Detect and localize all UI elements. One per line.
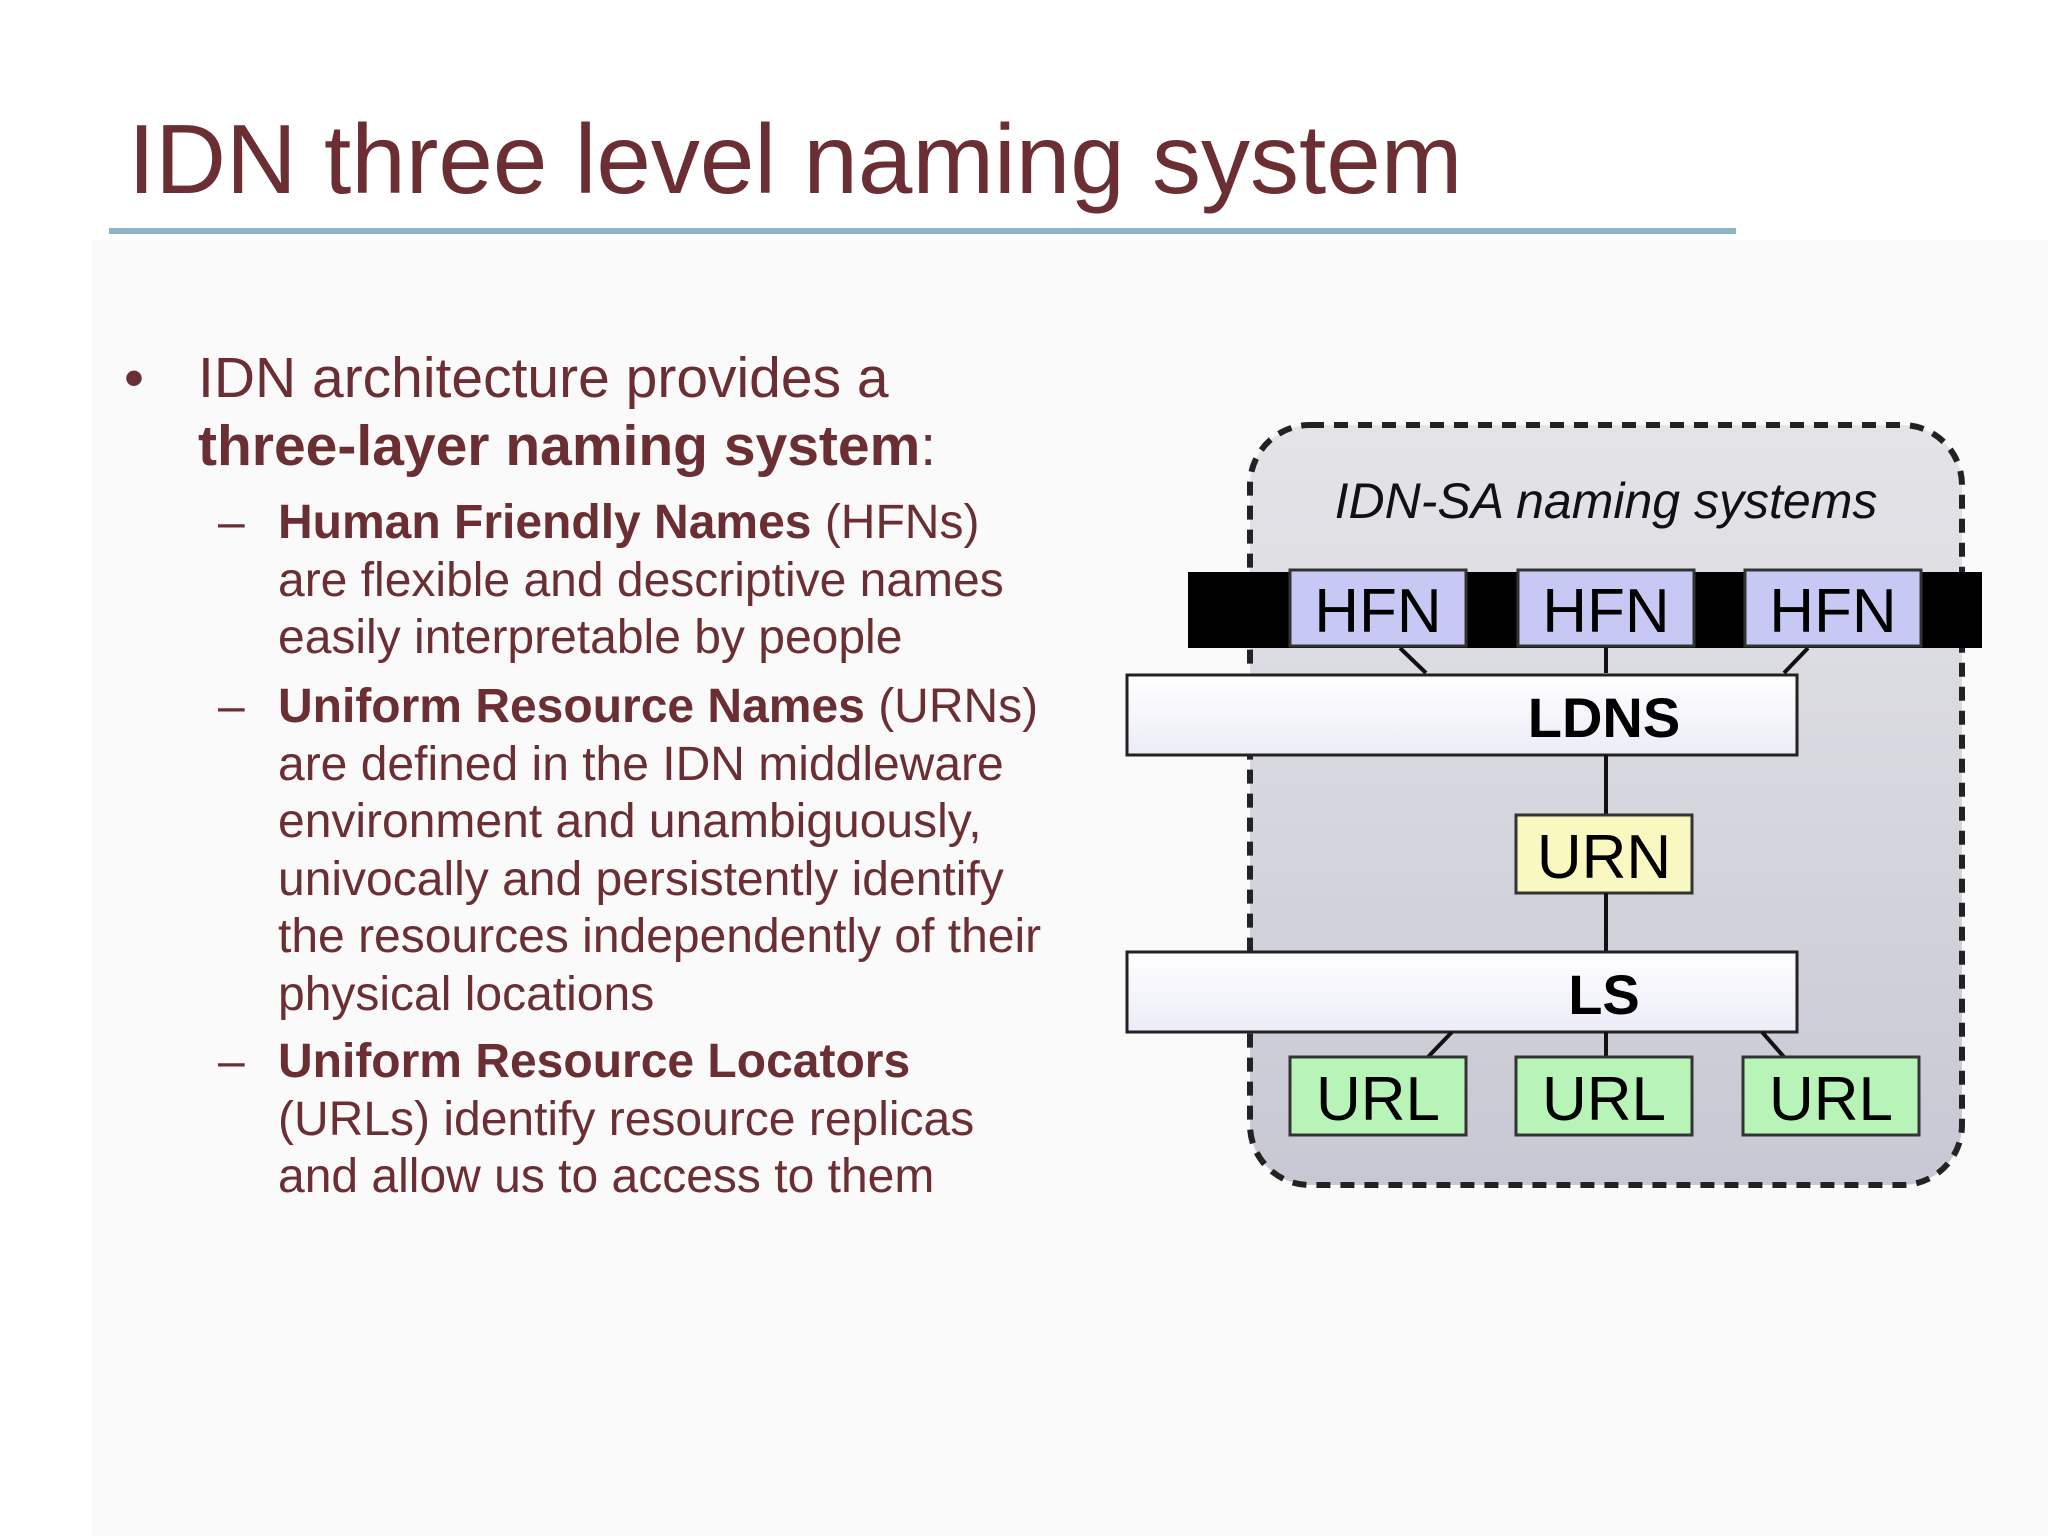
sub-bullet-hfn: Human Friendly Names (HFNs) are flexible… (278, 494, 1138, 667)
hfn-term: Human Friendly Names (278, 496, 812, 549)
urn-line: univocally and persistently identify (278, 852, 1004, 906)
connector-line (1760, 1030, 1786, 1059)
urn-abbr: (URNs) (864, 680, 1039, 733)
connector-line (1398, 646, 1428, 675)
url-box (1288, 1055, 1468, 1137)
url-box-label: URL (1316, 1065, 1440, 1134)
bullet-list: • IDN architecture provides a three-laye… (124, 344, 1138, 1206)
sub-bullet-marker: – (218, 496, 245, 549)
urn-box-label: URN (1537, 823, 1671, 892)
urn-line: environment and unambiguously, (278, 795, 982, 848)
sub-bullet-marker: – (218, 1035, 245, 1088)
panel-title: IDN-SA naming systems (1335, 473, 1878, 529)
url-box (1741, 1055, 1921, 1137)
sub-bullet-marker: – (218, 680, 245, 733)
ldns-label: LDNS (1528, 686, 1680, 749)
ls-bar (1125, 950, 1799, 1034)
urn-line: are defined in the IDN middleware (278, 737, 1004, 791)
url-box-label: URL (1542, 1065, 1666, 1134)
url-term: Uniform Resource Locators (278, 1035, 911, 1088)
urn-line: the resources independently of their (278, 910, 1042, 963)
hfn-line: easily interpretable by people (278, 611, 903, 664)
ldns-bar (1125, 673, 1799, 757)
bullet-marker: • (124, 346, 144, 410)
hfn-box-label: HFN (1769, 577, 1896, 646)
main-bullet-text: IDN architecture provides a (198, 346, 889, 410)
urn-term: Uniform Resource Names (278, 680, 865, 733)
connector-line (1782, 646, 1810, 675)
sub-bullet-urn: Uniform Resource Names (URNs) are define… (278, 678, 1138, 1023)
url-line: and allow us to access to them (278, 1150, 935, 1203)
main-bullet-bold: three-layer naming system (198, 414, 921, 478)
hfn-abbr: (HFNs) (811, 496, 980, 549)
main-bullet-colon: : (920, 414, 937, 478)
hfn-box (1743, 568, 1923, 648)
hfn-line: are flexible and descriptive names (278, 553, 1004, 607)
hfn-box (1516, 568, 1696, 648)
hfn-box-label: HFN (1542, 577, 1669, 646)
slide-title: IDN three level naming system (128, 104, 1463, 214)
url-box-label: URL (1769, 1065, 1893, 1134)
connector-line (1426, 1030, 1454, 1059)
urn-line: physical locations (278, 967, 655, 1021)
ls-label: LS (1568, 963, 1640, 1026)
title-underline (109, 228, 1736, 234)
url-line: (URLs) identify resource replicas (278, 1092, 975, 1146)
url-box (1514, 1055, 1694, 1137)
hfn-box (1288, 568, 1468, 648)
sub-bullet-url: Uniform Resource Locators (URLs) identif… (278, 1033, 1138, 1206)
hfn-box-label: HFN (1314, 577, 1441, 646)
main-bullet: IDN architecture provides a three-layer … (198, 344, 1098, 480)
